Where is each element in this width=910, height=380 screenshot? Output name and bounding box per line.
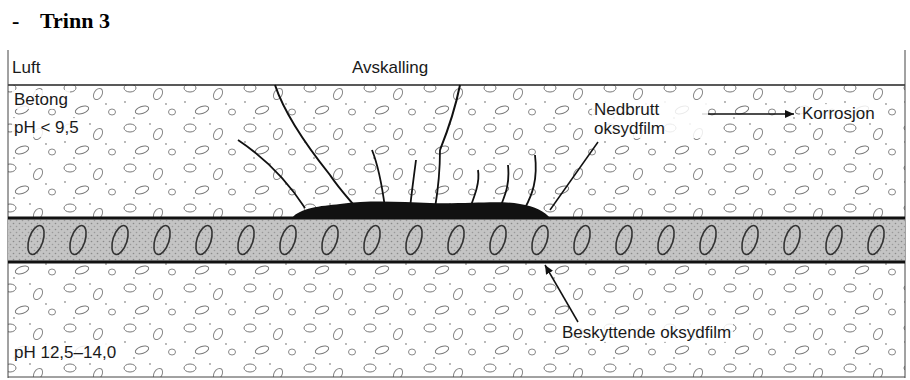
air-label: Luft: [12, 58, 40, 77]
bullet: -: [12, 8, 19, 34]
oxide-film-label: Nedbrutt oksydfilm: [592, 100, 708, 138]
concrete-label: Betong: [12, 90, 70, 109]
ph-label: pH 12,5–14,0: [12, 343, 118, 362]
oxide-film-label: Beskyttende oksydfilm: [560, 323, 733, 342]
ph-label: pH < 9,5: [12, 118, 81, 137]
spalling-label: Avskalling: [352, 58, 428, 77]
title: Trinn 3: [40, 8, 110, 34]
corrosion-label: Korrosjon: [800, 104, 877, 123]
